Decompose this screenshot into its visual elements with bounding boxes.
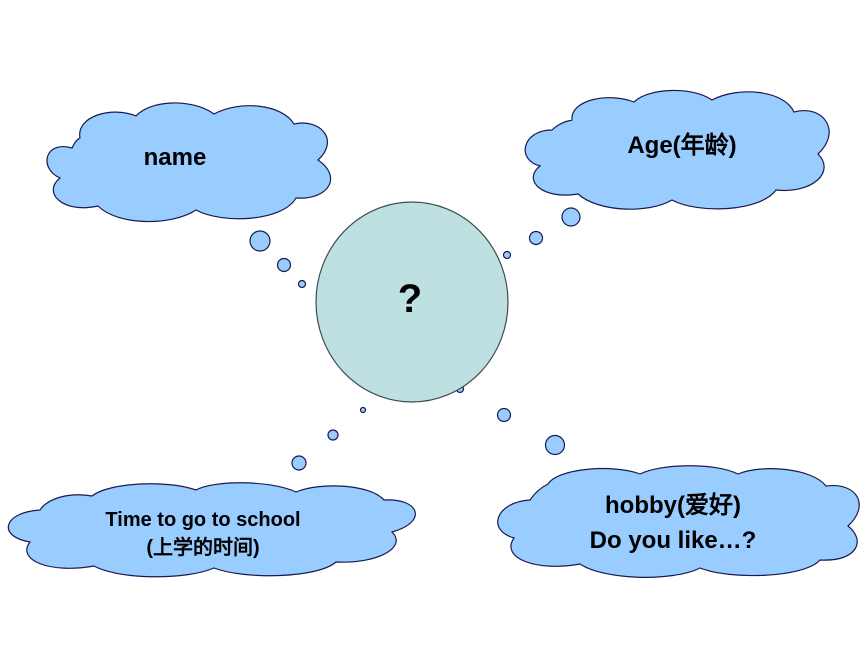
bubble bbox=[544, 434, 566, 456]
bubble bbox=[276, 257, 292, 273]
cloud-hobby-line2: Do you like…? bbox=[590, 527, 757, 554]
cloud-age-text: Age(年龄) bbox=[627, 131, 736, 159]
cloud-school-time-line1: Time to go to school bbox=[105, 509, 300, 531]
cloud-school-time-line2: (上学的时间) bbox=[146, 535, 259, 559]
cloud-name-text: name bbox=[144, 144, 207, 171]
cloud-hobby-line1: hobby(爱好) bbox=[605, 492, 741, 519]
bubble bbox=[502, 250, 512, 260]
bubble bbox=[249, 230, 271, 252]
bubble bbox=[561, 207, 581, 227]
cloud-age: Age(年龄) bbox=[524, 89, 830, 210]
bubble bbox=[496, 407, 512, 423]
cloud-name: name bbox=[46, 102, 332, 223]
center-question-mark: ? bbox=[398, 277, 422, 321]
bubble bbox=[327, 429, 339, 441]
cloud-hobby: hobby(爱好) Do you like…? bbox=[497, 465, 860, 578]
center-topic: ? bbox=[315, 201, 509, 403]
bubble bbox=[291, 455, 307, 471]
bubble bbox=[528, 230, 544, 246]
center-circle bbox=[315, 201, 509, 403]
bubble bbox=[297, 279, 307, 289]
bubble bbox=[359, 406, 367, 414]
cloud-school-time: Time to go to school (上学的时间) bbox=[7, 482, 416, 578]
